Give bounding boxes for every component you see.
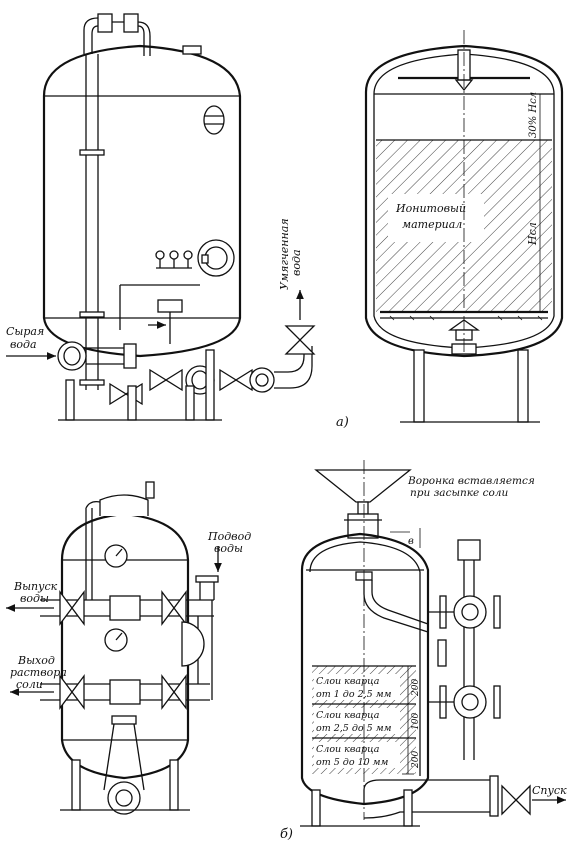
- dim-200-lower: 200: [411, 751, 421, 769]
- top-gap-label: 30% Hсл: [528, 92, 539, 138]
- layer2-line2: от 2,5 до 5 мм: [316, 723, 392, 734]
- funnel-note-2: при засыпке соли: [410, 487, 508, 499]
- funnel-note-1: Воронка вставляется: [407, 475, 535, 487]
- layer3-line1: Слои кварца: [316, 744, 380, 755]
- drain-label: Спуск: [532, 784, 567, 797]
- softened-water-label-2: вода: [290, 249, 303, 276]
- dim-200-upper: 200: [411, 679, 421, 697]
- layer2-line1: Слои кварца: [316, 710, 380, 721]
- filter-b-external-view: [6, 481, 222, 815]
- filter-a-section: [364, 30, 564, 423]
- water-inlet-label-1: Подвод: [207, 530, 251, 543]
- filter-b-section: [300, 460, 566, 827]
- layer3-line2: от 5 до 10 мм: [316, 757, 389, 768]
- ion-material-label-2: материал: [402, 218, 462, 231]
- bed-height-label: Hсл: [526, 222, 539, 246]
- softened-water-label-1: Умягченная: [278, 218, 291, 290]
- dim-100: 100: [411, 713, 421, 730]
- filter-a-external-view: [6, 13, 316, 421]
- brine-outlet-label-2: раствора: [10, 666, 67, 679]
- ion-material-label-1: Ионитовый: [395, 202, 466, 215]
- water-outlet-label-2: воды: [20, 592, 49, 605]
- layer1-line2: от 1 до 2,5 мм: [316, 689, 392, 700]
- raw-water-label-1: Сырая: [6, 325, 44, 338]
- brine-outlet-label-3: соли: [16, 678, 43, 691]
- brine-outlet-label-1: Выход: [17, 654, 55, 667]
- caption-a: а): [336, 415, 349, 430]
- water-inlet-label-2: воды: [214, 542, 243, 555]
- layer1-line1: Слои кварца: [316, 676, 380, 687]
- caption-b: б): [280, 827, 293, 842]
- raw-water-label-2: вода: [10, 338, 37, 351]
- gap-b-label: в: [408, 536, 414, 547]
- water-outlet-label-1: Выпуск: [13, 580, 58, 593]
